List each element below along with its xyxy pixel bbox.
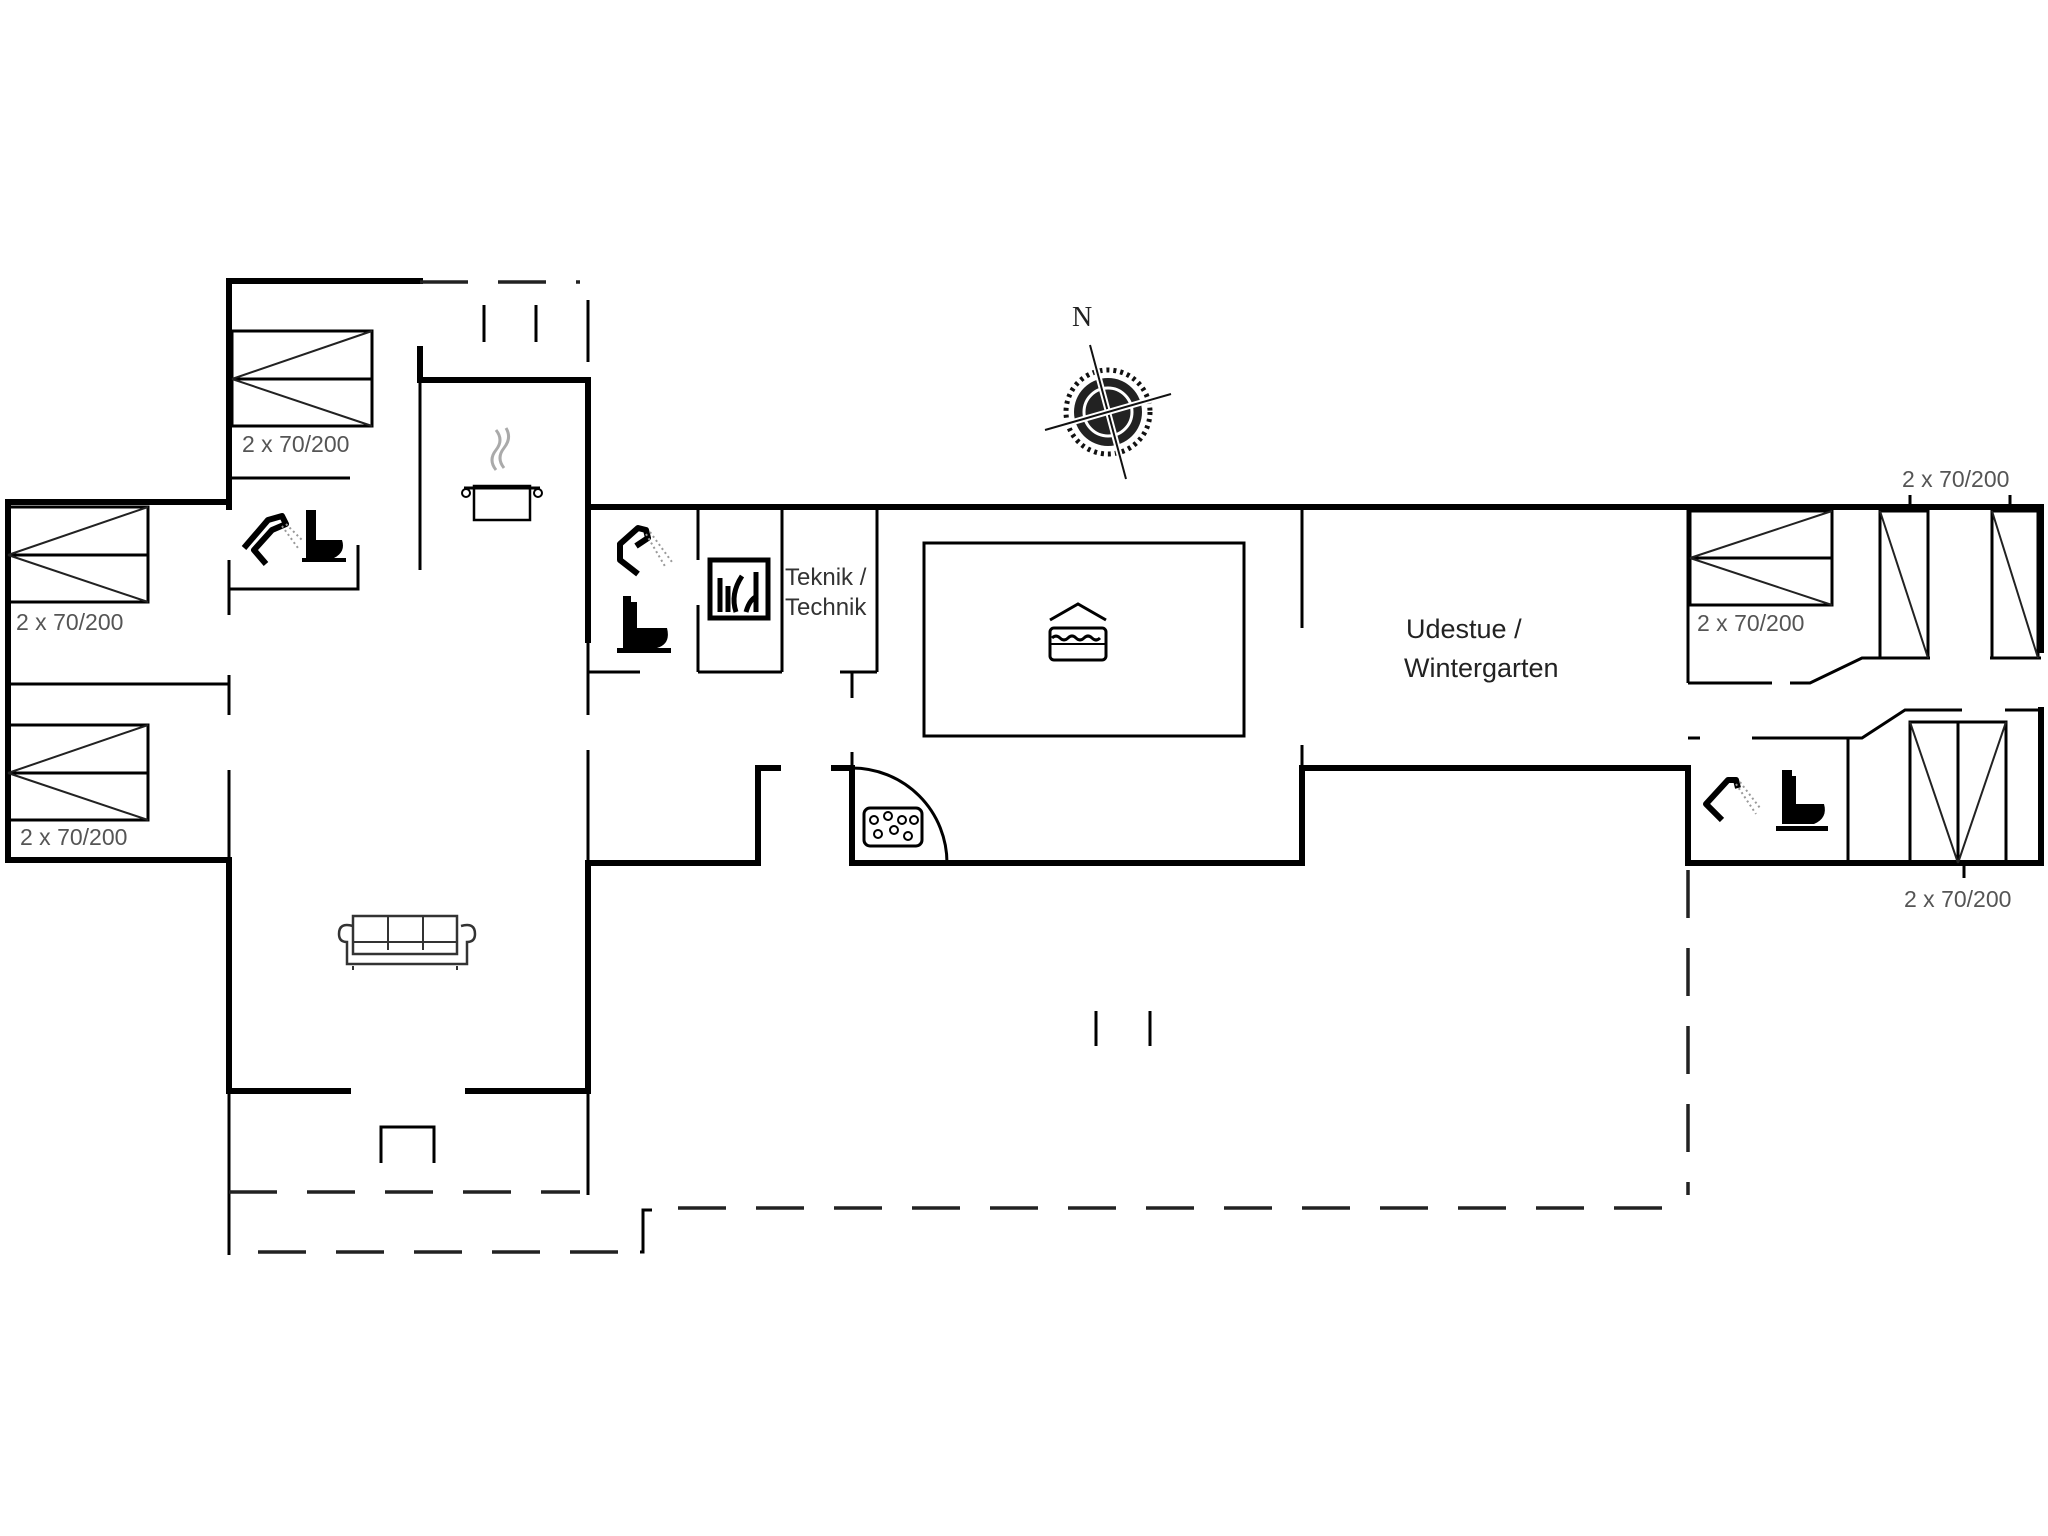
room-label-teknik-1: Teknik /	[785, 564, 867, 591]
kitchen-pot-icon	[461, 427, 543, 522]
bed-label: 2 x 70/200	[16, 609, 123, 635]
bed-left-lower: 2 x 70/200	[6, 723, 150, 850]
compass-north-label: N	[1072, 302, 1092, 333]
room-label-teknik-2: Technik	[785, 594, 867, 621]
sauna-icon	[707, 557, 771, 621]
right-wing-walls	[1686, 495, 2041, 878]
hot-tub-icon	[862, 806, 924, 848]
room-label-udestue-2: Wintergarten	[1404, 653, 1559, 683]
toilet-icon	[1776, 770, 1828, 831]
bed-right-top: 2 x 70/200	[1688, 509, 1834, 636]
bed-left-upper: 2 x 70/200	[6, 505, 150, 635]
bed-label: 2 x 70/200	[1697, 610, 1804, 636]
pool-icon	[1048, 602, 1108, 662]
shower-icon	[1703, 777, 1761, 823]
pool	[922, 541, 1246, 738]
sofa-icon	[337, 914, 477, 970]
bed-label: 2 x 70/200	[242, 431, 349, 457]
shower-icon	[617, 525, 673, 577]
toilet-icon	[617, 596, 671, 653]
shower-icon	[241, 513, 303, 566]
room-label-udestue-1: Udestue /	[1406, 614, 1522, 644]
left-wing-walls	[5, 278, 591, 1094]
bed-label: 2 x 70/200	[20, 824, 127, 850]
bed-label-right-vertical-bottom: 2 x 70/200	[1904, 886, 2011, 912]
bed-label-right-vertical-top: 2 x 70/200	[1902, 466, 2009, 492]
terrace-outline	[227, 870, 1690, 1255]
bed-top-left: 2 x 70/200	[230, 329, 374, 457]
toilet-icon	[302, 510, 346, 562]
compass-icon: N	[1044, 302, 1172, 480]
